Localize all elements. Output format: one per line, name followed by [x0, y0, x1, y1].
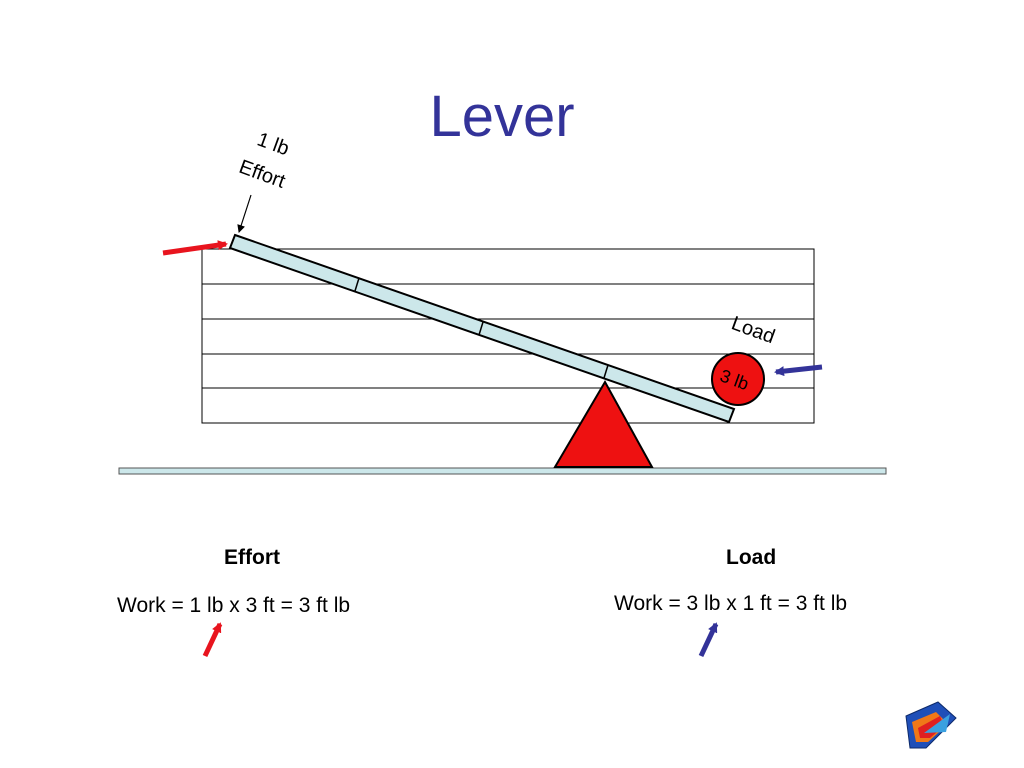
navigation-arrow-logo-icon[interactable] [905, 701, 957, 749]
load-formula: Work = 3 lb x 1 ft = 3 ft lb [614, 592, 848, 615]
load-heading: Load [726, 546, 777, 569]
lever-beam [228, 233, 736, 424]
effort-heading: Effort [224, 546, 280, 569]
ground-bar [118, 467, 887, 475]
effort-pointer-arrow [237, 194, 252, 233]
load-formula-arrow [698, 622, 719, 658]
effort-formula: Work = 1 lb x 3 ft = 3 ft lb [117, 594, 351, 617]
load-ball [711, 352, 765, 406]
effort-formula-arrow [202, 622, 223, 658]
slide-title: Lever [429, 84, 575, 149]
effort-force-arrow [162, 240, 228, 256]
effort-name-label: Effort [236, 156, 289, 193]
fulcrum-triangle [553, 379, 654, 468]
effort-weight-label: 1 lb [254, 129, 292, 161]
load-force-arrow [774, 364, 823, 377]
